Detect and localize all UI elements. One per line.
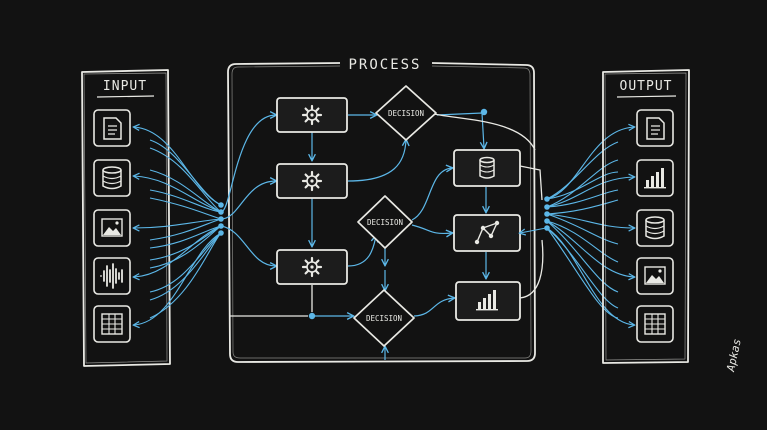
gear-icon bbox=[301, 104, 323, 126]
output-document-cell bbox=[636, 109, 674, 147]
gear-icon bbox=[301, 170, 323, 192]
image-icon bbox=[644, 266, 666, 285]
input-waveform-cell bbox=[93, 257, 131, 295]
output-bar-chart-cell bbox=[636, 159, 674, 197]
decision-label: DECISION bbox=[366, 314, 402, 323]
gear-node-3 bbox=[276, 249, 348, 285]
input-image-cell bbox=[93, 209, 131, 247]
table-icon bbox=[644, 313, 666, 335]
decision-node-1: DECISION bbox=[375, 85, 437, 141]
result-node-database bbox=[453, 149, 521, 187]
process-panel: PROCESS bbox=[227, 57, 536, 363]
network-icon bbox=[474, 220, 500, 245]
result-node-network bbox=[453, 214, 521, 252]
gear-icon bbox=[301, 256, 323, 278]
decision-node-2: DECISION bbox=[357, 195, 413, 249]
database-icon bbox=[102, 166, 122, 190]
decision-label: DECISION bbox=[388, 109, 424, 118]
table-icon bbox=[101, 313, 123, 335]
database-icon bbox=[645, 216, 665, 240]
input-table-cell bbox=[93, 305, 131, 343]
input-database-cell bbox=[93, 159, 131, 197]
image-icon bbox=[101, 218, 123, 237]
decision-label: DECISION bbox=[367, 218, 403, 227]
waveform-icon bbox=[100, 263, 123, 289]
output-database-cell bbox=[636, 209, 674, 247]
input-title: INPUT bbox=[103, 79, 147, 94]
input-connectors bbox=[134, 127, 222, 325]
output-connectors bbox=[520, 127, 634, 325]
decision-node-3: DECISION bbox=[353, 289, 415, 347]
bar-chart-icon bbox=[476, 290, 498, 311]
input-panel: INPUT bbox=[81, 69, 171, 367]
input-document-cell bbox=[93, 109, 131, 147]
output-table-cell bbox=[636, 305, 674, 343]
output-junction-dots bbox=[544, 196, 550, 231]
output-title: OUTPUT bbox=[620, 79, 673, 94]
output-panel: OUTPUT bbox=[602, 69, 690, 364]
output-image-cell bbox=[636, 257, 674, 295]
process-title: PROCESS bbox=[348, 57, 421, 73]
document-icon bbox=[103, 117, 122, 140]
gear-node-1 bbox=[276, 97, 348, 133]
database-icon bbox=[479, 156, 495, 179]
result-node-bar-chart bbox=[455, 281, 521, 321]
document-icon bbox=[646, 117, 665, 140]
gear-node-2 bbox=[276, 163, 348, 199]
process-junction-dots bbox=[308, 108, 488, 320]
bar-chart-icon bbox=[644, 168, 666, 189]
